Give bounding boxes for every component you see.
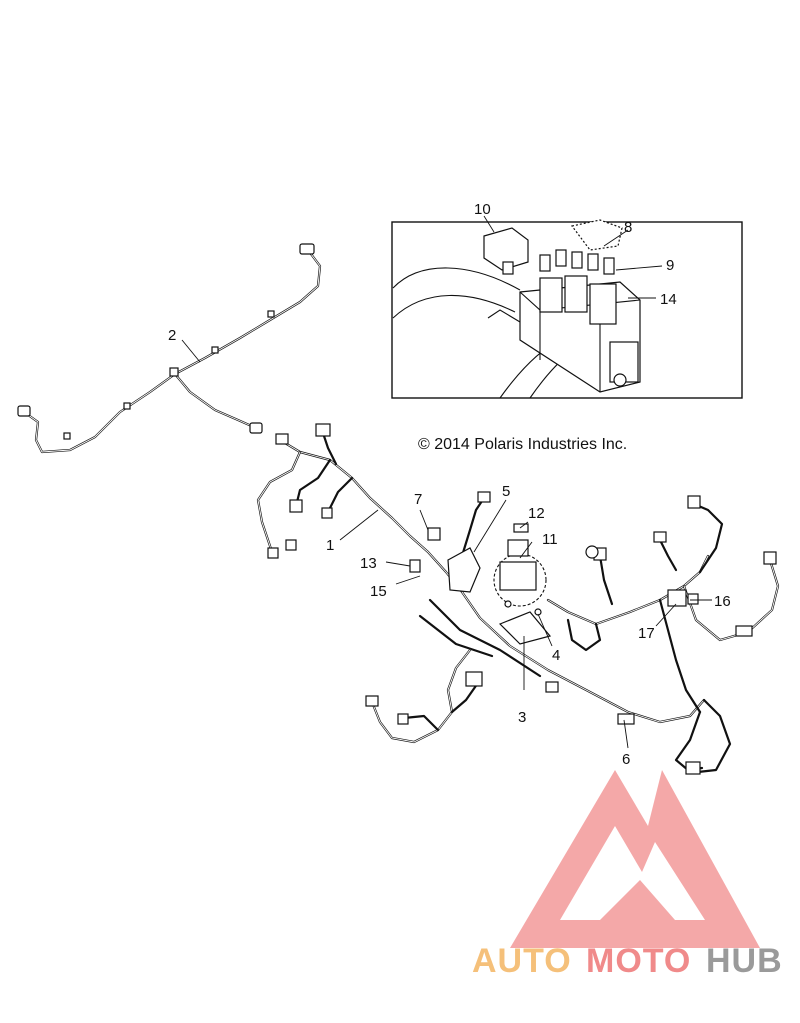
watermark-moto: MOTO [586,942,691,980]
label-10: 10 [474,201,491,218]
label-16: 16 [714,593,731,610]
leader-lines [181,215,712,749]
label-1: 1 [326,537,334,554]
label-12: 12 [528,505,545,522]
watermark-auto: AUTO [472,942,572,980]
copyright-text: © 2014 Polaris Industries Inc. [418,436,627,453]
label-6: 6 [622,751,630,768]
main-harness-1 [256,423,780,775]
label-3: 3 [518,709,526,726]
label-11: 11 [542,531,558,548]
label-8: 8 [624,219,632,236]
watermark-wordmark: AUTO MOTO HUB [472,942,783,980]
label-9: 9 [666,257,674,274]
inset-fuse-box-detail [391,219,743,399]
label-14: 14 [660,291,677,308]
label-17: 17 [638,625,655,642]
label-4: 4 [552,647,560,664]
watermark-logo [510,770,760,948]
watermark-hub: HUB [706,942,783,980]
label-13: 13 [360,555,377,572]
callout-labels: 1 2 3 4 5 6 7 8 9 10 11 12 13 14 15 16 1… [168,201,731,768]
label-2: 2 [168,327,176,344]
label-7: 7 [414,491,422,508]
label-15: 15 [370,583,387,600]
harness-2 [17,243,322,454]
label-5: 5 [502,483,510,500]
